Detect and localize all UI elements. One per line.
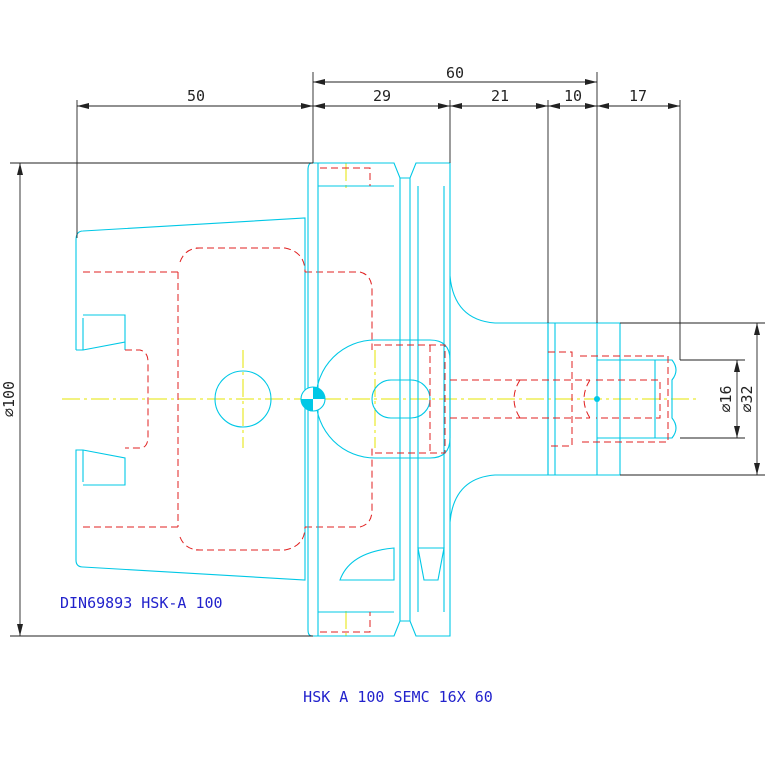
dim-overall-length: 60 xyxy=(446,64,464,82)
coolant-window xyxy=(315,339,451,459)
flange-lower-key xyxy=(417,547,445,581)
dim-shank-diameter: ⌀32 xyxy=(738,385,756,412)
taper-hidden-bore xyxy=(83,247,373,551)
bore-hidden-lines xyxy=(450,351,669,447)
coolant-slot xyxy=(371,379,431,419)
flange-lower-notch xyxy=(339,547,395,581)
dimensions: 60 50 29 21 10 17 ⌀100 ⌀16 ⌀32 xyxy=(0,64,765,637)
dim-neck-length: 21 xyxy=(491,87,509,105)
dim-taper-length: 50 xyxy=(187,87,205,105)
gauge-marker-q1 xyxy=(313,387,325,399)
centerlines xyxy=(62,163,700,636)
tool-shank xyxy=(449,275,677,523)
drive-hole-circle xyxy=(214,370,272,428)
dim-tip-length: 17 xyxy=(629,87,647,105)
hsk-taper-shank xyxy=(75,217,373,581)
part-name-label: HSK A 100 SEMC 16X 60 xyxy=(303,688,493,706)
dim-bore-diameter: ⌀16 xyxy=(717,385,735,412)
dim-arrows-row2 xyxy=(77,103,680,109)
flange xyxy=(300,162,451,637)
tip-outline xyxy=(597,359,677,439)
standard-label: DIN69893 HSK-A 100 xyxy=(60,594,223,612)
dim-flange-length: 29 xyxy=(373,87,391,105)
tip-center-mark xyxy=(594,396,600,402)
flange-hidden-lines xyxy=(320,167,446,633)
dim-collar-length: 10 xyxy=(564,87,582,105)
gauge-marker-q3 xyxy=(301,399,313,411)
flange-outline xyxy=(307,162,451,637)
dim-flange-diameter: ⌀100 xyxy=(0,381,18,417)
